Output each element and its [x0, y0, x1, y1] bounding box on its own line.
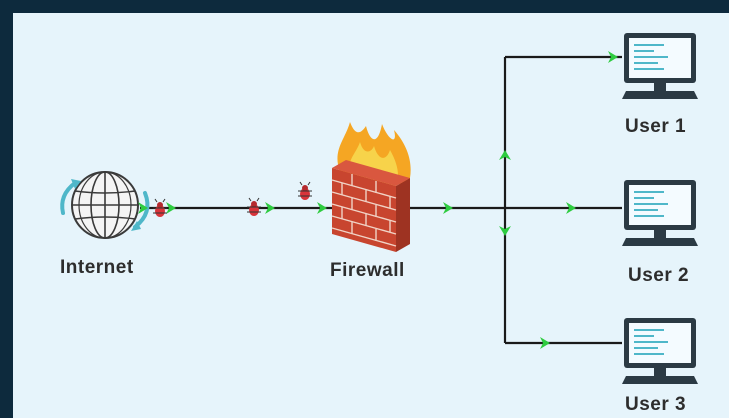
threats: [153, 181, 352, 228]
packet-icon: [499, 150, 511, 160]
packet-icon: [317, 202, 327, 214]
user3-label: User 3: [625, 394, 686, 415]
user1-label: User 1: [625, 116, 686, 137]
globe-icon: [60, 171, 150, 239]
bug-icon: [153, 198, 167, 217]
packet-icon: [138, 202, 148, 214]
packet-icon: [443, 202, 453, 214]
bug-icon: [298, 181, 312, 200]
firewall-label: Firewall: [330, 260, 405, 281]
packet-icon: [566, 202, 576, 214]
desktop-computer-icon: [622, 318, 698, 384]
internet-label: Internet: [60, 257, 134, 278]
bug-icon: [247, 197, 261, 216]
packet-icon: [499, 226, 511, 236]
packet-icon: [540, 337, 550, 349]
desktop-computer-icon: [622, 180, 698, 246]
packet-icon: [265, 202, 275, 214]
packet-icon: [166, 202, 176, 214]
desktop-computer-icon: [622, 33, 698, 99]
packets: [138, 51, 618, 349]
packet-icon: [608, 51, 618, 63]
user2-label: User 2: [628, 265, 689, 286]
firewall-icon: [331, 122, 411, 252]
